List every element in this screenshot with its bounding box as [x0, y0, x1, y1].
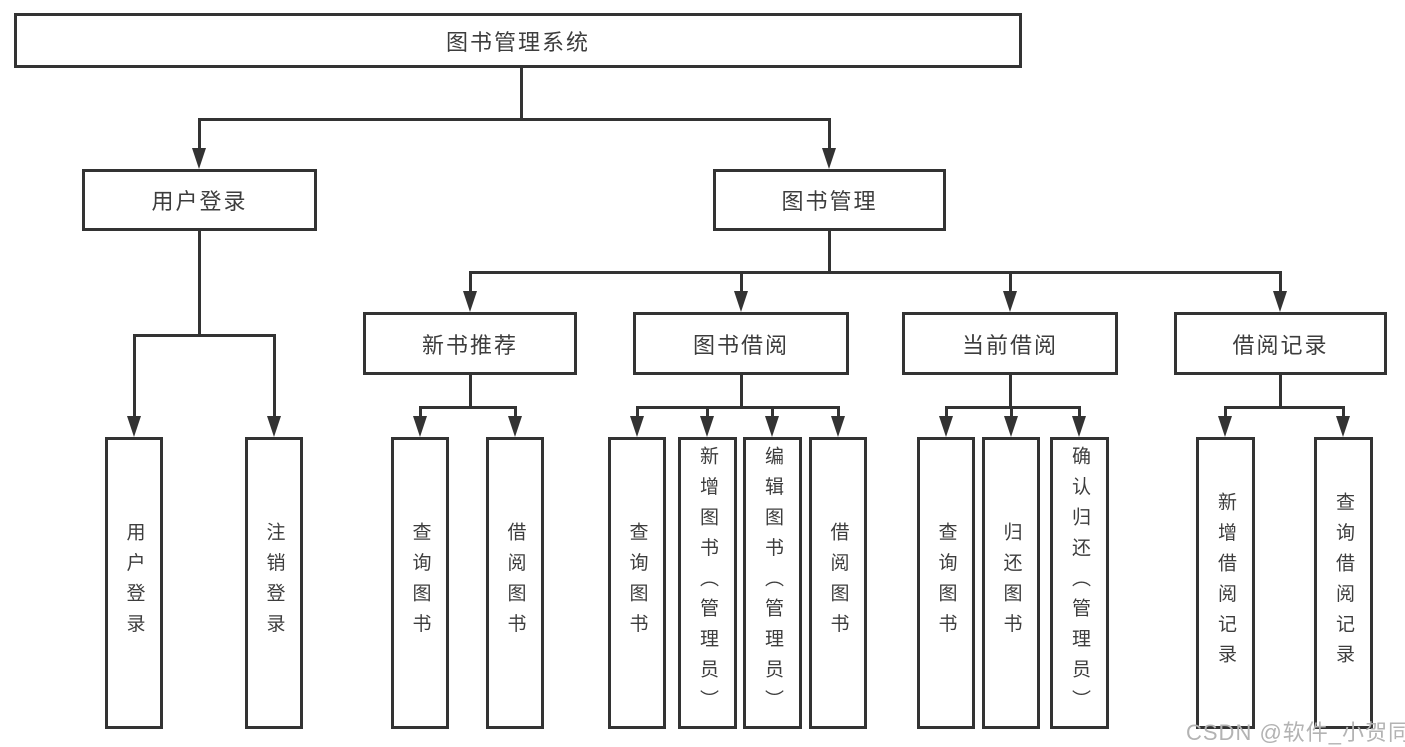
leaf-return-book-label: 归还图书	[1000, 522, 1022, 644]
node-root-label: 图书管理系统	[445, 29, 590, 55]
leaf-user-login-label: 用户登录	[123, 522, 145, 644]
arrowhead-leaf-13	[1336, 416, 1350, 437]
leaf-confirm-return-admin: 确认归还（管理员）	[1050, 437, 1109, 729]
connector-borrow-record-branch	[1224, 406, 1345, 409]
node-user-login-label: 用户登录	[151, 189, 248, 214]
leaf-query-book-2: 查询图书	[608, 437, 666, 729]
leaf-add-borrow-record: 新增借阅记录	[1196, 437, 1255, 729]
leaf-query-book-2-label: 查询图书	[626, 522, 648, 644]
connector-drop-leaf-9	[945, 406, 948, 418]
connector-drop-leaf-login	[133, 334, 136, 418]
connector-drop-leaf-4	[514, 406, 517, 418]
connector-root-stem	[520, 66, 523, 119]
arrowhead-book-mgmt	[822, 148, 836, 169]
node-current-borrow: 当前借阅	[902, 312, 1118, 375]
connector-drop-leaf-10	[1010, 406, 1013, 418]
arrowhead-leaf-3	[413, 416, 427, 437]
arrowhead-borrow-record	[1273, 291, 1287, 312]
node-user-login: 用户登录	[82, 169, 317, 231]
leaf-query-book-1: 查询图书	[391, 437, 449, 729]
leaf-user-login: 用户登录	[105, 437, 163, 729]
leaf-logout-label: 注销登录	[263, 522, 285, 644]
connector-current-borrow-branch	[945, 406, 1081, 409]
arrowhead-leaf-6	[700, 416, 714, 437]
leaf-query-book-1-label: 查询图书	[409, 522, 431, 644]
connector-drop-leaf-7	[771, 406, 774, 418]
node-new-book-rec: 新书推荐	[363, 312, 577, 375]
connector-drop-leaf-12	[1224, 406, 1227, 418]
node-book-mgmt: 图书管理	[713, 169, 946, 231]
connector-borrow-record-stem	[1279, 375, 1282, 408]
arrowhead-leaf-4	[508, 416, 522, 437]
leaf-borrow-book-2: 借阅图书	[809, 437, 867, 729]
leaf-borrow-book-1-label: 借阅图书	[504, 522, 526, 644]
connector-new-book-stem	[469, 375, 472, 408]
connector-drop-leaf-13	[1342, 406, 1345, 418]
leaf-edit-book-admin: 编辑图书（管理员）	[743, 437, 802, 729]
leaf-query-book-3: 查询图书	[917, 437, 975, 729]
arrowhead-leaf-10	[1004, 416, 1018, 437]
arrowhead-leaf-11	[1072, 416, 1086, 437]
node-current-borrow-label: 当前借阅	[961, 332, 1058, 358]
connector-user-login-stem	[198, 231, 201, 335]
leaf-return-book: 归还图书	[982, 437, 1040, 729]
leaf-add-book-admin: 新增图书（管理员）	[678, 437, 737, 729]
connector-drop-leaf-11	[1078, 406, 1081, 418]
connector-drop-leaf-logout	[273, 334, 276, 418]
connector-root-branch	[198, 118, 831, 121]
arrowhead-leaf-5	[630, 416, 644, 437]
node-book-borrow-label: 图书借阅	[692, 332, 789, 358]
arrowhead-current-borrow	[1003, 291, 1017, 312]
node-new-book-rec-label: 新书推荐	[421, 332, 518, 358]
node-borrow-record-label: 借阅记录	[1232, 332, 1329, 358]
connector-book-borrow-branch	[636, 406, 840, 409]
connector-drop-user-login	[198, 118, 201, 148]
leaf-logout: 注销登录	[245, 437, 303, 729]
connector-drop-leaf-8	[837, 406, 840, 418]
connector-drop-new-book	[469, 271, 472, 293]
arrowhead-leaf-logout	[267, 416, 281, 437]
node-book-borrow: 图书借阅	[633, 312, 849, 375]
connector-drop-leaf-6	[706, 406, 709, 418]
arrowhead-leaf-7	[765, 416, 779, 437]
leaf-borrow-book-1: 借阅图书	[486, 437, 544, 729]
arrowhead-leaf-8	[831, 416, 845, 437]
leaf-query-borrow-record: 查询借阅记录	[1314, 437, 1373, 729]
connector-drop-current-borrow	[1009, 271, 1012, 293]
connector-drop-book-mgmt	[828, 118, 831, 148]
connector-book-borrow-stem	[740, 375, 743, 408]
connector-user-login-branch	[133, 334, 276, 337]
connector-drop-book-borrow	[740, 271, 743, 293]
arrowhead-user-login	[192, 148, 206, 169]
connector-new-book-branch	[419, 406, 517, 409]
node-borrow-record: 借阅记录	[1174, 312, 1387, 375]
leaf-query-borrow-record-label: 查询借阅记录	[1333, 491, 1354, 675]
connector-current-borrow-stem	[1009, 375, 1012, 408]
leaf-add-book-admin-label: 新增图书（管理员）	[697, 446, 718, 720]
node-root: 图书管理系统	[14, 13, 1022, 68]
leaf-confirm-return-admin-label: 确认归还（管理员）	[1069, 446, 1090, 720]
leaf-query-book-3-label: 查询图书	[935, 522, 957, 644]
arrowhead-book-borrow	[734, 291, 748, 312]
connector-book-mgmt-branch	[469, 271, 1281, 274]
arrowhead-leaf-12	[1218, 416, 1232, 437]
leaf-add-borrow-record-label: 新增借阅记录	[1215, 491, 1236, 675]
node-book-mgmt-label: 图书管理	[781, 189, 878, 214]
connector-drop-leaf-5	[636, 406, 639, 418]
csdn-watermark: CSDN @软件_小贺同学	[1186, 720, 1405, 745]
leaf-edit-book-admin-label: 编辑图书（管理员）	[762, 446, 783, 720]
arrowhead-new-book	[463, 291, 477, 312]
connector-drop-leaf-3	[419, 406, 422, 418]
leaf-borrow-book-2-label: 借阅图书	[827, 522, 849, 644]
arrowhead-leaf-9	[939, 416, 953, 437]
arrowhead-leaf-login	[127, 416, 141, 437]
connector-book-mgmt-stem	[828, 231, 831, 274]
connector-drop-borrow-record	[1279, 271, 1282, 293]
